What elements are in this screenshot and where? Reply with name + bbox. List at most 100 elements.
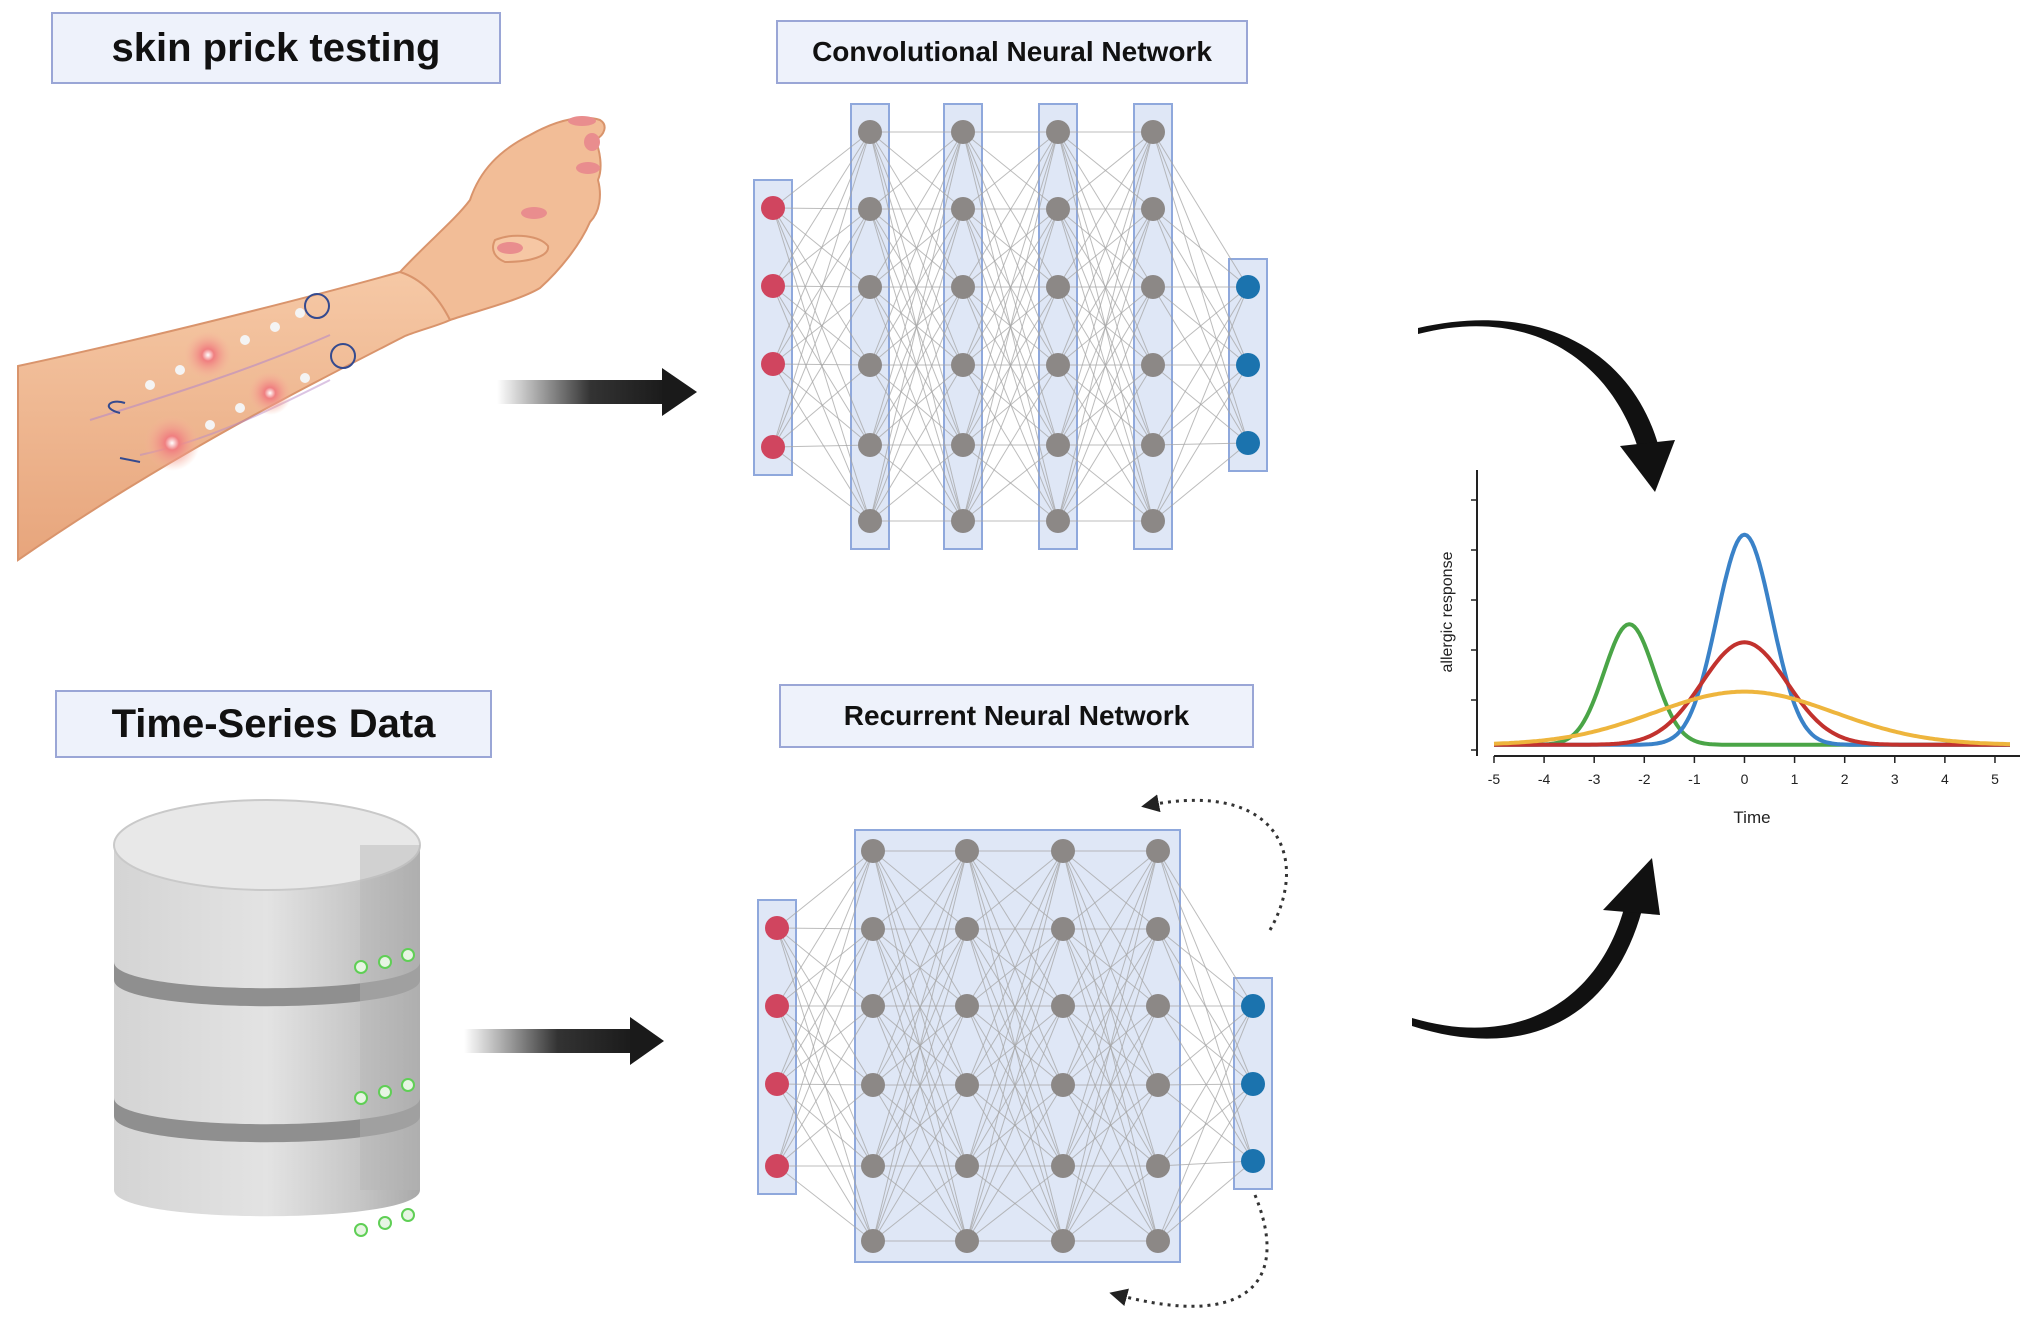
connection-edge (1057, 444, 1154, 522)
connection-edge (872, 850, 968, 930)
recurrent-loop-arrow-bottom (1109, 1194, 1269, 1308)
hidden-node (858, 353, 882, 377)
hand (398, 116, 606, 322)
database-icon (113, 799, 421, 1237)
prick-dot (235, 403, 245, 413)
x-tick-label: -2 (1638, 771, 1651, 787)
fingernail (497, 242, 523, 254)
connection-edge (1152, 286, 1249, 366)
hidden-node (951, 120, 975, 144)
connection-edge (962, 131, 1059, 288)
connection-edge (966, 850, 1064, 1086)
connection-edge (1157, 1005, 1254, 1086)
output-node (1241, 1072, 1265, 1096)
connection-edge (966, 850, 1064, 1007)
cnn-label-box: Convolutional Neural Network (776, 20, 1248, 84)
hidden-node (951, 197, 975, 221)
layer-box (850, 103, 890, 550)
forearm (17, 266, 452, 562)
skin-prick-label-box: skin prick testing (51, 12, 501, 84)
output-node (1236, 431, 1260, 455)
skin-prick-label: skin prick testing (111, 25, 441, 70)
cnn-network (753, 103, 1268, 550)
input-node (761, 196, 785, 220)
connection-edge (872, 1084, 968, 1167)
connection-edge (1057, 131, 1154, 522)
rnn-label-box: Recurrent Neural Network (779, 684, 1254, 748)
hidden-node (858, 120, 882, 144)
output-node (1241, 994, 1265, 1018)
db-band (114, 962, 420, 1007)
input-node (765, 916, 789, 940)
connection-edge (1157, 1005, 1254, 1242)
connection-edge (776, 1005, 874, 1167)
hidden-node (861, 1229, 885, 1253)
prick-dot (300, 373, 310, 383)
connection-edge (966, 928, 1064, 1242)
hidden-node (1141, 433, 1165, 457)
input-node (765, 1154, 789, 1178)
connection-edge (772, 363, 871, 522)
connection-edge (776, 1084, 874, 1167)
connection-edge (1157, 1083, 1254, 1242)
hidden-node (1141, 120, 1165, 144)
connection-edge (872, 850, 968, 1007)
pen-mark (107, 400, 126, 414)
connection-edge (962, 286, 1059, 522)
hidden-node (951, 433, 975, 457)
hidden-node (1051, 1154, 1075, 1178)
hidden-node (1146, 839, 1170, 863)
connection-edge (869, 131, 964, 522)
hidden-node (1051, 1229, 1075, 1253)
connection-edge (966, 1084, 1064, 1242)
layer-box (943, 103, 983, 550)
hidden-node (1146, 994, 1170, 1018)
hidden-node (1146, 917, 1170, 941)
x-tick-label: 4 (1941, 771, 1949, 787)
hidden-node (955, 994, 979, 1018)
prick-dot (295, 308, 305, 318)
db-led (401, 1078, 415, 1092)
input-node (761, 435, 785, 459)
hidden-node (951, 509, 975, 533)
db-led (354, 1091, 368, 1105)
connection-edge (776, 850, 874, 1007)
wheal (184, 331, 232, 379)
prick-dot (270, 322, 280, 332)
hidden-node (1051, 917, 1075, 941)
hidden-node (1046, 197, 1070, 221)
connection-edge (772, 364, 871, 448)
x-tick-label: -1 (1688, 771, 1701, 787)
rnn-network (757, 829, 1273, 1263)
input-node (761, 352, 785, 376)
x-tick-label: 2 (1841, 771, 1849, 787)
connection-edge (776, 1083, 874, 1086)
db-band (114, 1098, 420, 1143)
hidden-node (858, 197, 882, 221)
connection-edge (776, 1165, 874, 1242)
arm-illustration (17, 116, 606, 562)
connection-edge (869, 286, 964, 522)
connection-edge (1157, 1083, 1254, 1086)
hidden-node (951, 275, 975, 299)
output-node (1241, 1149, 1265, 1173)
curved-arrow-rnn-to-chart (1412, 858, 1660, 1039)
connection-edge (1057, 131, 1154, 210)
layer-box (1133, 103, 1173, 550)
prick-dot (240, 335, 250, 345)
connection-edge (966, 1005, 1064, 1242)
connection-edge (772, 363, 871, 446)
hidden-node (861, 917, 885, 941)
connection-edge (966, 1165, 1064, 1242)
hidden-node (955, 839, 979, 863)
prick-dot (175, 365, 185, 375)
connection-edge (1062, 1165, 1159, 1242)
connection-edge (1157, 928, 1254, 1007)
wheal (144, 415, 200, 471)
hidden-node (955, 917, 979, 941)
hidden-node (1046, 275, 1070, 299)
connection-edge (962, 131, 1059, 210)
curved-arrow-cnn-to-chart (1418, 320, 1675, 492)
connection-edge (1157, 850, 1254, 1007)
